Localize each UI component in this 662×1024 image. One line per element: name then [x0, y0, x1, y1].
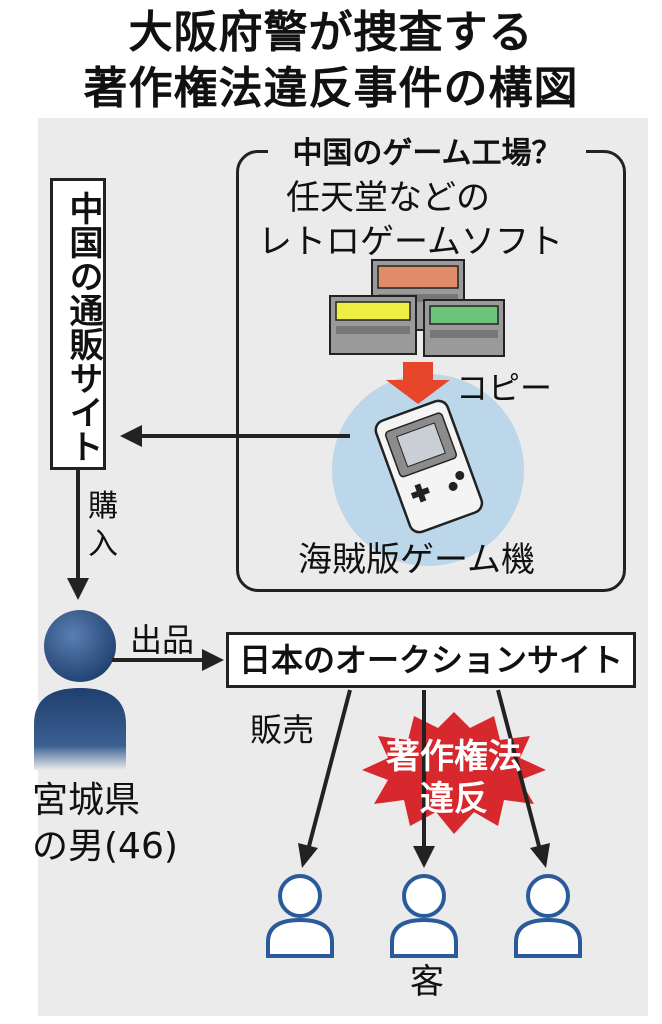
sale-label: 販売 [250, 711, 315, 749]
factory-title: 中国のゲーム工場？ [268, 134, 586, 174]
man-label-line1: 宮城県 [32, 780, 141, 821]
arrow-purchase [67, 470, 89, 600]
listing-label: 出品 [130, 621, 195, 659]
software-label-line2: レトロゲームソフト [258, 222, 563, 262]
arrow-sale-left [298, 689, 352, 868]
diagram-title-line1: 大阪府警が捜査する [128, 7, 534, 58]
software-label-line1: 任天堂などの [286, 178, 490, 218]
customers-label: 客 [410, 962, 444, 1002]
customer-icon-3 [514, 874, 582, 958]
japan-auction-site-label: 日本のオークションサイト [238, 641, 623, 679]
man-label-line2: の男(46) [32, 826, 178, 867]
customer-icon-1 [266, 874, 334, 958]
japan-auction-site-box: 日本のオークションサイト [226, 632, 636, 688]
violation-label: 著作権法 違反 [374, 736, 534, 820]
arrow-listing [112, 649, 224, 671]
pirate-console-label: 海賊版ゲーム機 [298, 540, 535, 580]
china-online-shop-label: 中国の通販サイト [63, 191, 103, 463]
arrow-console-to-china-site [120, 425, 350, 447]
customer-icon-2 [390, 874, 458, 958]
man-icon [34, 610, 126, 770]
diagram-panel [38, 118, 648, 1016]
cartridge-yellow [329, 295, 417, 355]
violation-label-line1: 著作権法 [386, 737, 522, 777]
china-online-shop-box: 中国の通販サイト [50, 178, 106, 470]
purchase-label: 購入 [88, 489, 118, 562]
copy-arrow [386, 362, 450, 404]
copy-label: コピー [456, 369, 553, 407]
diagram-title-line2: 著作権法違反事件の構図 [83, 63, 579, 114]
violation-label-line2: 違反 [420, 779, 488, 819]
violation-burst [362, 712, 546, 834]
cartridge-green [423, 299, 505, 357]
arrow-sale-right [496, 689, 550, 868]
arrow-sale-center [413, 690, 435, 868]
pirate-console-icon [374, 399, 484, 534]
